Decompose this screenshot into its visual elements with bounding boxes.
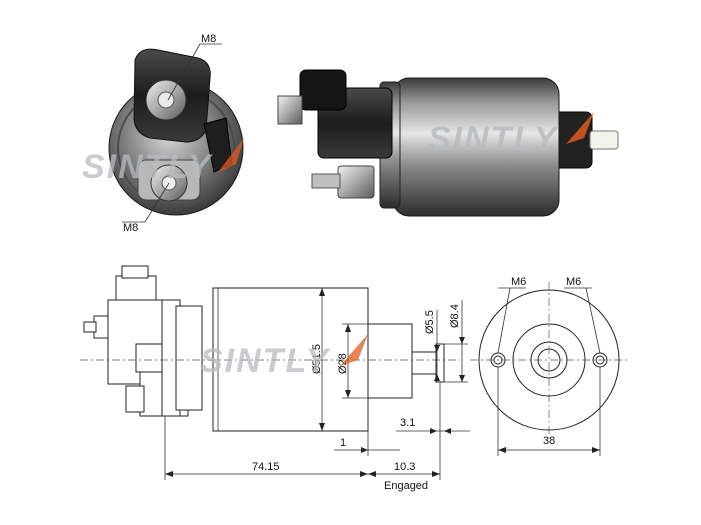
dim-travel-arrow-left — [430, 428, 437, 434]
lower-nut-outline — [125, 385, 145, 413]
lower-stud-thread — [311, 173, 341, 189]
dim-tip-arrow-bottom — [459, 375, 465, 382]
dim-overall-arrow-left — [165, 471, 173, 477]
dim-overall-arrow-right — [360, 471, 368, 477]
watermark-drawing: SINTLY — [200, 334, 368, 380]
drawing-end-view: M6 M6 38 — [470, 276, 628, 456]
dim-shaft-diameter: Ø5.5 — [424, 310, 436, 334]
m6-right-leader — [585, 287, 601, 354]
shaft-outline — [411, 351, 439, 375]
dim-bolt-spacing: 38 — [543, 435, 555, 447]
top-stud-side — [277, 95, 303, 125]
watermark-swoosh — [340, 334, 368, 366]
dim-flange-length: 1 — [340, 437, 346, 449]
plunger-tip — [589, 130, 619, 150]
dim-travel-arrow-right — [444, 428, 451, 434]
dim-shaft-arrow-top — [434, 345, 440, 352]
m6-left-label: M6 — [511, 276, 526, 288]
terminal-top-outline — [121, 265, 149, 279]
terminal-housing-side — [299, 69, 347, 111]
photo-end-view: M8 M8 — [108, 33, 244, 234]
drawing-side-view: Ø51.5 Ø28 Ø5.5 Ø8.4 1 3.1 — [80, 265, 470, 492]
m6-left-leader — [497, 287, 511, 354]
dim-bolt-arrow-right — [592, 447, 600, 453]
watermark-top-right: SINTLY — [428, 112, 594, 158]
dim-body-diameter: Ø51.5 — [311, 344, 323, 374]
dim-bolt-arrow-left — [498, 447, 506, 453]
watermark-top-left: SINTLY — [82, 138, 244, 186]
dim-body-arrow-bottom — [319, 423, 325, 431]
dim-pilot-arrow-top — [345, 324, 351, 332]
watermark-text: SINTLY — [82, 148, 214, 186]
dim-engaged-arrow-left — [368, 471, 376, 477]
dim-body-arrow-top — [319, 288, 325, 296]
watermark-swoosh — [218, 138, 244, 172]
dim-tip-arrow-top — [459, 337, 465, 344]
watermark-text: SINTLY — [200, 342, 332, 380]
left-stud-outline — [83, 321, 97, 333]
cap-inner-outline — [175, 305, 203, 411]
dim-tip-diameter: Ø8.4 — [449, 304, 461, 328]
dim-overall-length: 74.15 — [252, 461, 280, 473]
top-thread-label: M8 — [201, 33, 216, 45]
dim-engaged-label: Engaged — [384, 480, 428, 492]
dim-plunger-travel: 3.1 — [400, 417, 415, 429]
watermark-swoosh — [566, 112, 594, 144]
pilot-outline — [367, 323, 413, 399]
top-leader-line — [167, 43, 201, 101]
can-outline — [212, 287, 369, 432]
watermark-text: SINTLY — [428, 120, 560, 158]
m6-right-label: M6 — [566, 276, 581, 288]
bottom-leader-line — [144, 182, 170, 223]
dim-engaged-arrow-right — [432, 471, 440, 477]
lower-stud-plate — [337, 165, 375, 199]
dim-shaft-arrow-bottom — [434, 374, 440, 381]
photo-side-view — [277, 69, 619, 217]
dim-pilot-arrow-bottom — [345, 390, 351, 398]
dim-engaged-length: 10.3 — [394, 461, 415, 473]
bottom-thread-label: M8 — [123, 222, 138, 234]
dim-flange-arrow — [361, 447, 368, 453]
